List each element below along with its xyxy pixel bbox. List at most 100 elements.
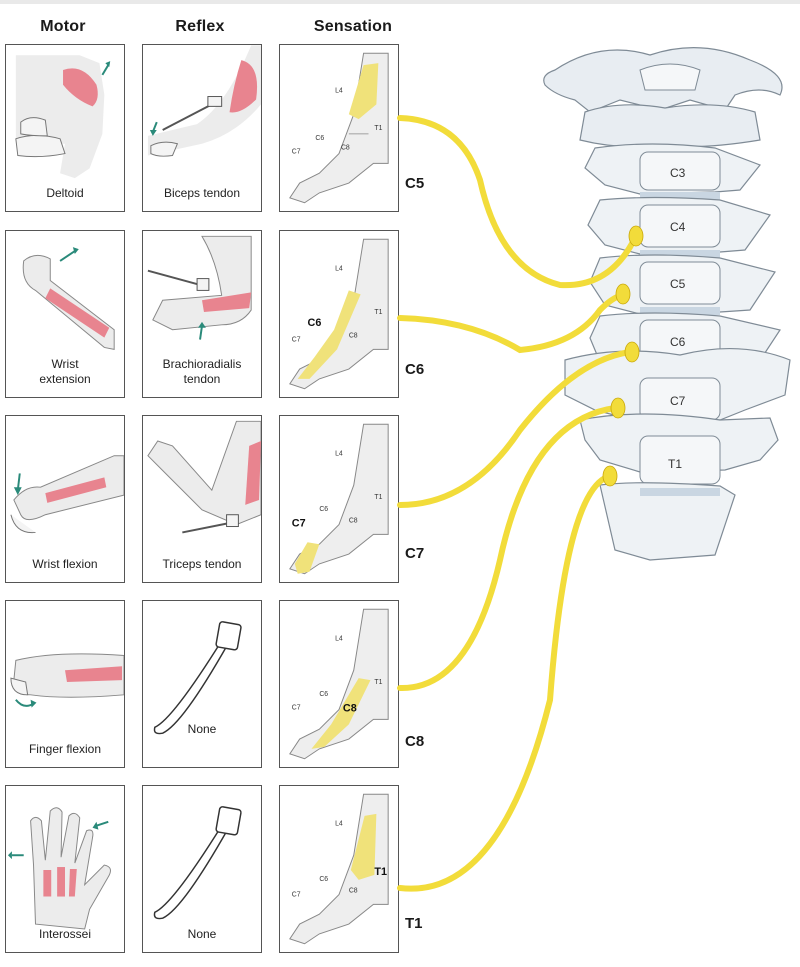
reflex-hammer-icon — [153, 621, 242, 735]
nerve-roots — [397, 115, 638, 892]
dermatome-t1-illustration: L4 T1 C6 C7 C8 — [289, 793, 389, 945]
level-label-t1: T1 — [405, 915, 423, 932]
motor-caption-c8: Finger flexion — [28, 742, 102, 756]
dermatome-label-l4: L4 — [335, 88, 343, 95]
wrist-flexion-illustration — [10, 455, 124, 534]
level-label-c7: C7 — [405, 545, 425, 562]
interossei-illustration — [7, 807, 111, 930]
dermatome-c8-illustration: L4 T1 C6 C7 C8 — [289, 608, 389, 760]
dermatome-label-c8: C8 — [349, 888, 358, 895]
vertebra-label-c5: C5 — [670, 277, 686, 291]
reflex-panel-c6: Brachioradialis tendon — [142, 230, 262, 398]
ganglion-c6 — [615, 283, 631, 305]
dermatome-label-l4: L4 — [335, 636, 343, 643]
ganglion-c5 — [628, 225, 644, 247]
level-label-c6: C6 — [405, 361, 425, 378]
reflex-panel-c7: Triceps tendon — [142, 415, 262, 583]
nerve-root-t1 — [397, 475, 608, 892]
reflex-caption-c5: Biceps tendon — [163, 186, 241, 200]
dermatome-label-t1: T1 — [374, 309, 382, 316]
dermatome-label-c6: C6 — [319, 876, 328, 883]
dermatome-c6-illustration: L4 T1 C6 C7 C8 — [289, 238, 389, 390]
disc-c3-c4 — [640, 192, 720, 200]
brachioradialis-reflex-illustration — [147, 235, 252, 340]
vertebra-c6 — [589, 312, 781, 373]
motor-panel-c5: Deltoid — [5, 44, 125, 212]
reflex-caption-t1: None — [187, 927, 217, 941]
dermatome-label-c7: C7 — [292, 892, 301, 899]
dermatome-label-c6: C6 — [308, 317, 322, 329]
disc-t1-t2 — [640, 488, 720, 496]
dermatome-label-c7: C7 — [292, 705, 301, 712]
reflex-caption-c8: None — [187, 722, 217, 736]
vertebra-c3 — [584, 143, 761, 195]
dermatome-label-c6: C6 — [315, 135, 324, 142]
reflex-panel-c8: None — [142, 600, 262, 768]
finger-flexion-illustration — [10, 653, 124, 708]
dermatome-label-l4: L4 — [335, 821, 343, 828]
dermatome-label-t1: T1 — [374, 866, 387, 878]
nerve-root-c5 — [397, 115, 638, 289]
dermatome-label-t1: T1 — [374, 679, 382, 686]
wrist-extension-illustration — [22, 247, 115, 350]
ganglion-t1 — [602, 465, 618, 487]
dermatome-c7-illustration: L4 T1 C6 C7 C8 — [289, 423, 389, 575]
reflex-caption-c6: Brachioradialis tendon — [162, 357, 242, 386]
dermatome-label-c7: C7 — [292, 337, 301, 344]
axis-vertebra — [579, 104, 761, 148]
sensation-panel-c6: L4 T1 C6 C7 C8 — [279, 230, 399, 398]
sensation-panel-c8: L4 T1 C6 C7 C8 — [279, 600, 399, 768]
ganglion-c7 — [624, 341, 640, 363]
dermatome-label-c7: C7 — [292, 518, 306, 530]
dens — [639, 63, 701, 91]
nerve-root-c7 — [397, 349, 633, 508]
level-label-c8: C8 — [405, 733, 425, 750]
dermatome-label-l4: L4 — [335, 266, 343, 273]
deltoid-illustration — [15, 55, 111, 179]
vertebra-label-c7: C7 — [670, 394, 686, 408]
triceps-reflex-illustration — [147, 420, 261, 534]
motor-caption-c5: Deltoid — [46, 186, 84, 200]
disc-c7-t1 — [640, 424, 720, 432]
motor-panel-c6: Wrist extension — [5, 230, 125, 398]
motor-panel-c7: Wrist flexion — [5, 415, 125, 583]
vertebra-label-c4: C4 — [670, 220, 686, 234]
sensation-panel-t1: L4 T1 C6 C7 C8 — [279, 785, 399, 953]
motor-caption-c7: Wrist flexion — [32, 557, 98, 571]
header-reflex: Reflex — [175, 18, 225, 35]
dorsal-root-ganglia — [602, 225, 644, 487]
dermatome-label-t1: T1 — [374, 125, 382, 132]
motor-caption-c6: Wrist extension — [39, 357, 91, 386]
disc-c6-c7 — [640, 366, 720, 374]
motor-panel-c8: Finger flexion — [5, 600, 125, 768]
vertebra-c4 — [587, 196, 771, 255]
dermatome-label-l4: L4 — [335, 451, 343, 458]
ganglion-c8 — [610, 397, 626, 419]
dermatome-label-c8: C8 — [349, 518, 358, 525]
nerve-root-c8 — [397, 405, 618, 692]
nerve-root-c6 — [397, 293, 623, 354]
vertebra-c7 — [564, 347, 791, 423]
vertebra-c5 — [589, 254, 776, 315]
dermatome-label-c6: C6 — [319, 691, 328, 698]
motor-panel-t1: Interossei — [5, 785, 125, 953]
biceps-reflex-illustration — [147, 45, 261, 157]
dermatome-label-c8: C8 — [349, 333, 358, 340]
motor-caption-t1: Interossei — [38, 927, 92, 941]
dermatome-label-c6: C6 — [319, 506, 328, 513]
disc-c5-c6 — [640, 307, 720, 315]
reflex-panel-t1: None — [142, 785, 262, 953]
vertebra-t1 — [579, 413, 779, 561]
vertebra-label-c3: C3 — [670, 166, 686, 180]
dermatome-label-c8: C8 — [343, 703, 357, 715]
header-motor: Motor — [40, 18, 86, 35]
reflex-caption-c7: Triceps tendon — [162, 557, 242, 571]
dermatome-label-c7: C7 — [292, 149, 301, 156]
sensation-panel-c7: L4 T1 C6 C7 C8 — [279, 415, 399, 583]
reflex-hammer-icon — [153, 806, 242, 920]
dermatome-label-c8: C8 — [341, 145, 350, 152]
vertebra-label-c6: C6 — [670, 335, 686, 349]
sensation-panel-c5: L4 T1 C6 C7 C8 — [279, 44, 399, 212]
disc-c4-c5 — [640, 250, 720, 258]
top-divider — [0, 0, 800, 4]
